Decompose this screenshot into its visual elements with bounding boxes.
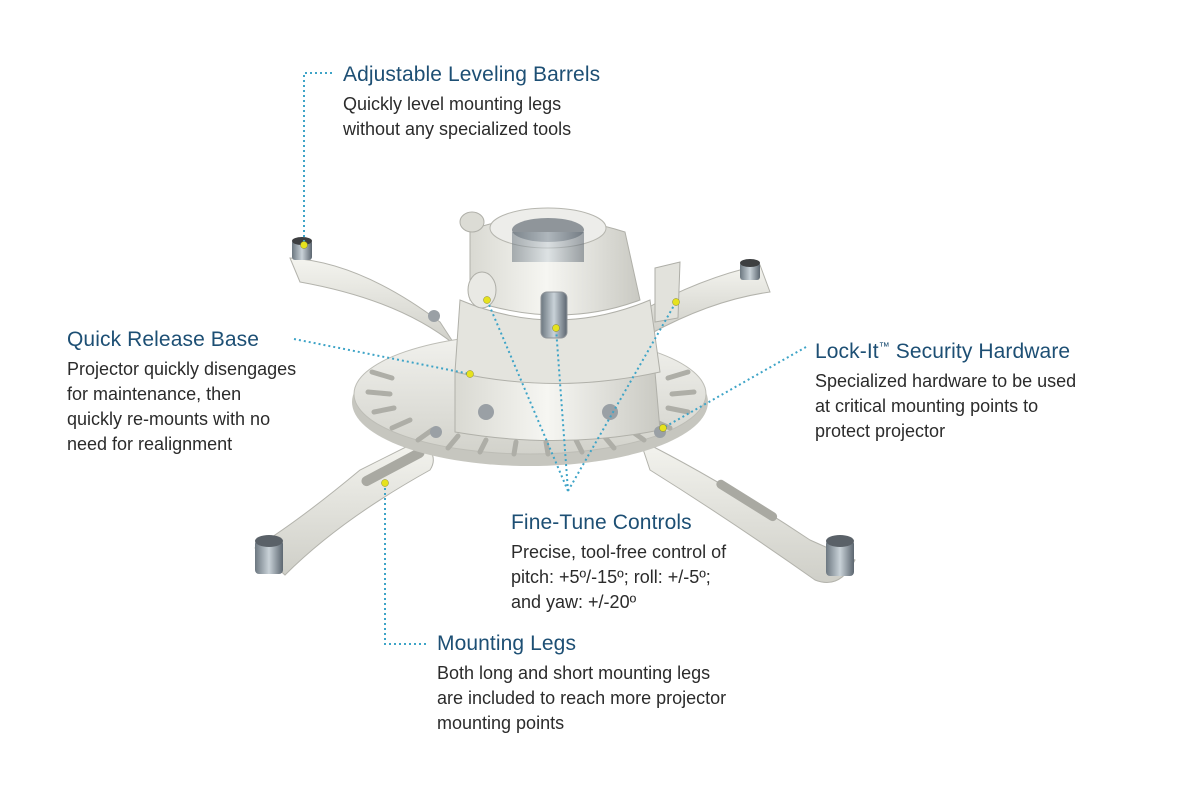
plate-vents [365,369,697,457]
leader-fine-tune [555,327,569,492]
screw [602,404,618,420]
callout-dot [466,370,474,378]
description-line: are included to reach more projector [437,688,727,708]
callout-description: Both long and short mounting legs are in… [437,661,726,736]
description-line: Specialized hardware to be used [815,371,1077,391]
description-line: Precise, tool-free control of [511,542,727,562]
leader-fine-tune [567,301,677,492]
callout-mounting-legs: Mounting Legs Both long and short mounti… [437,631,726,736]
leveling-barrel-cap [740,259,760,267]
leader-leveling [303,72,332,243]
fine-tune-lever [654,261,681,323]
description-line: pitch: +5º/-15º; roll: +/-5º; [511,567,711,587]
leveling-barrel [826,540,854,576]
threaded-adapter [512,232,584,262]
description-line: Projector quickly disengages [67,359,297,379]
callout-description: Specialized hardware to be used at criti… [815,369,1076,444]
callout-description: Projector quickly disengages for mainten… [67,357,296,457]
callout-dot [483,296,491,304]
screw [430,426,442,438]
callout-dots [300,241,680,487]
leg-back-left [289,257,456,346]
leveling-barrel-cap [826,535,854,547]
leveling-barrel [740,262,760,280]
fine-tune-roller [540,291,568,339]
callout-title: Adjustable Leveling Barrels [343,63,601,86]
leader-lock-it [662,346,807,429]
callout-quick-release-base: Quick Release Base Projector quickly dis… [67,327,296,457]
knob [459,211,485,233]
fine-tune-knob [467,271,497,309]
callout-description: Precise, tool-free control of pitch: +5º… [511,540,726,615]
callout-leveling-barrels: Adjustable Leveling Barrels Quickly leve… [343,62,600,142]
leg-slot [361,447,425,487]
description-line: mounting points [437,713,565,733]
description-line: and yaw: +/-20º [511,592,637,612]
callout-description: Quickly level mounting legs without any … [343,92,600,142]
description-line: at critical mounting points to [815,396,1039,416]
leg-slot [716,479,778,522]
description-line: protect projector [815,421,946,441]
gimbal [454,299,661,384]
leg-front-right [639,439,856,583]
callout-dot [300,241,308,249]
leveling-barrel-cap [255,535,283,547]
description-line: Both long and short mounting legs [437,663,711,683]
callout-dot [659,424,667,432]
description-line: for maintenance, then [67,384,242,404]
callout-dot [672,298,680,306]
callout-title: Mounting Legs [437,632,577,655]
title-rest: Security Hardware [889,340,1071,363]
callout-title: Quick Release Base [67,328,260,351]
callout-dot [552,324,560,332]
callout-title: Lock-It™ Security Hardware [815,334,1076,365]
leveling-barrel [255,540,283,574]
mount-body [428,207,681,442]
description-line: need for realignment [67,434,233,454]
callout-dot [381,479,389,487]
callout-title: Fine-Tune Controls [511,511,692,534]
callout-fine-tune-controls: Fine-Tune Controls Precise, tool-free co… [511,510,726,615]
screw [428,310,440,322]
description-line: Quickly level mounting legs [343,94,562,114]
description-line: without any specialized tools [343,119,572,139]
title-brand: Lock-It [815,340,879,363]
description-line: quickly re-mounts with no [67,409,271,429]
leader-legs [384,483,428,645]
screw [478,404,494,420]
trademark-symbol: ™ [878,341,890,353]
callout-lock-it-security-hardware: Lock-It™ Security Hardware Specialized h… [815,334,1076,444]
leader-lines [293,72,807,645]
